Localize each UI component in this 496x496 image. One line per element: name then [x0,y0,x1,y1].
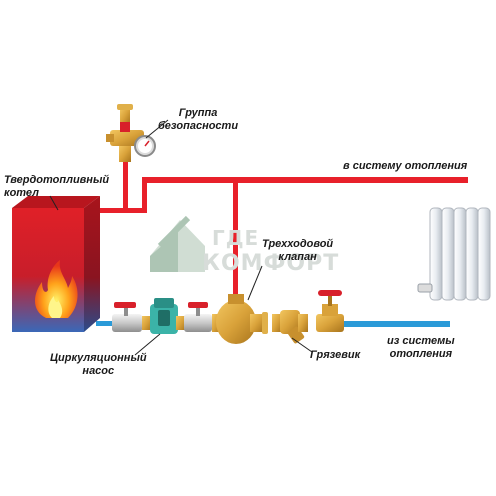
three-way-valve-label: Трехходовой клапан [262,238,333,264]
circulation-pump-label-line-1: Циркуляционный [50,352,147,364]
safety-group-label-line-1: Группа [178,107,218,119]
return-pipes [96,321,450,327]
three-way-valve-label-line-1: Трехходовой [262,238,334,250]
boiler-return-pipe [96,321,116,326]
safety-branch-pipe [123,160,128,210]
safety-group-icon [106,104,156,162]
strainer-label: Грязевик [310,349,361,361]
safety-group-label-line-2: безопасности [158,120,239,132]
strainer-icon [272,310,308,344]
three-way-valve-icon [212,294,268,344]
ball-valve-icon [184,302,212,332]
boiler-label-line-1: Твердотопливный [4,174,110,186]
house-logo-icon [150,215,205,272]
three-way-valve-label-line-2: клапан [278,251,317,263]
supply-main-pipe [142,177,468,183]
watermark [150,215,205,272]
heating-return-label: из системы отопления [387,335,455,361]
heating-supply-label: в систему отопления [343,160,468,172]
heating-return-label-line-1: из системы [387,335,455,347]
radiator-icon [417,207,491,301]
gate-valve-icon [316,290,344,332]
valve-drop-pipe [233,180,238,300]
boiler-riser-pipe [96,208,146,213]
pressure-gauge-icon [134,135,156,157]
supply-pipes [96,160,468,300]
riser-pipe [142,177,147,213]
circulation-pump-label-line-2: насос [82,365,115,377]
heating-return-label-line-2: отопления [389,348,453,360]
ball-valve-icon [112,302,142,332]
watermark-line-1: ГДЕ [212,226,260,250]
boiler-icon [12,196,100,332]
safety-group-label: Группа безопасности [158,107,238,133]
return-main-pipe [342,321,450,327]
circulation-pump-icon [142,298,186,334]
circulation-pump-label: Циркуляционный насос [50,352,147,378]
boiler-label-line-2: котел [4,187,40,199]
watermark-line-2: КОМФОРТ [202,251,340,276]
flame-icon [35,260,78,318]
boiler-label: Твердотопливный котел [4,174,109,200]
